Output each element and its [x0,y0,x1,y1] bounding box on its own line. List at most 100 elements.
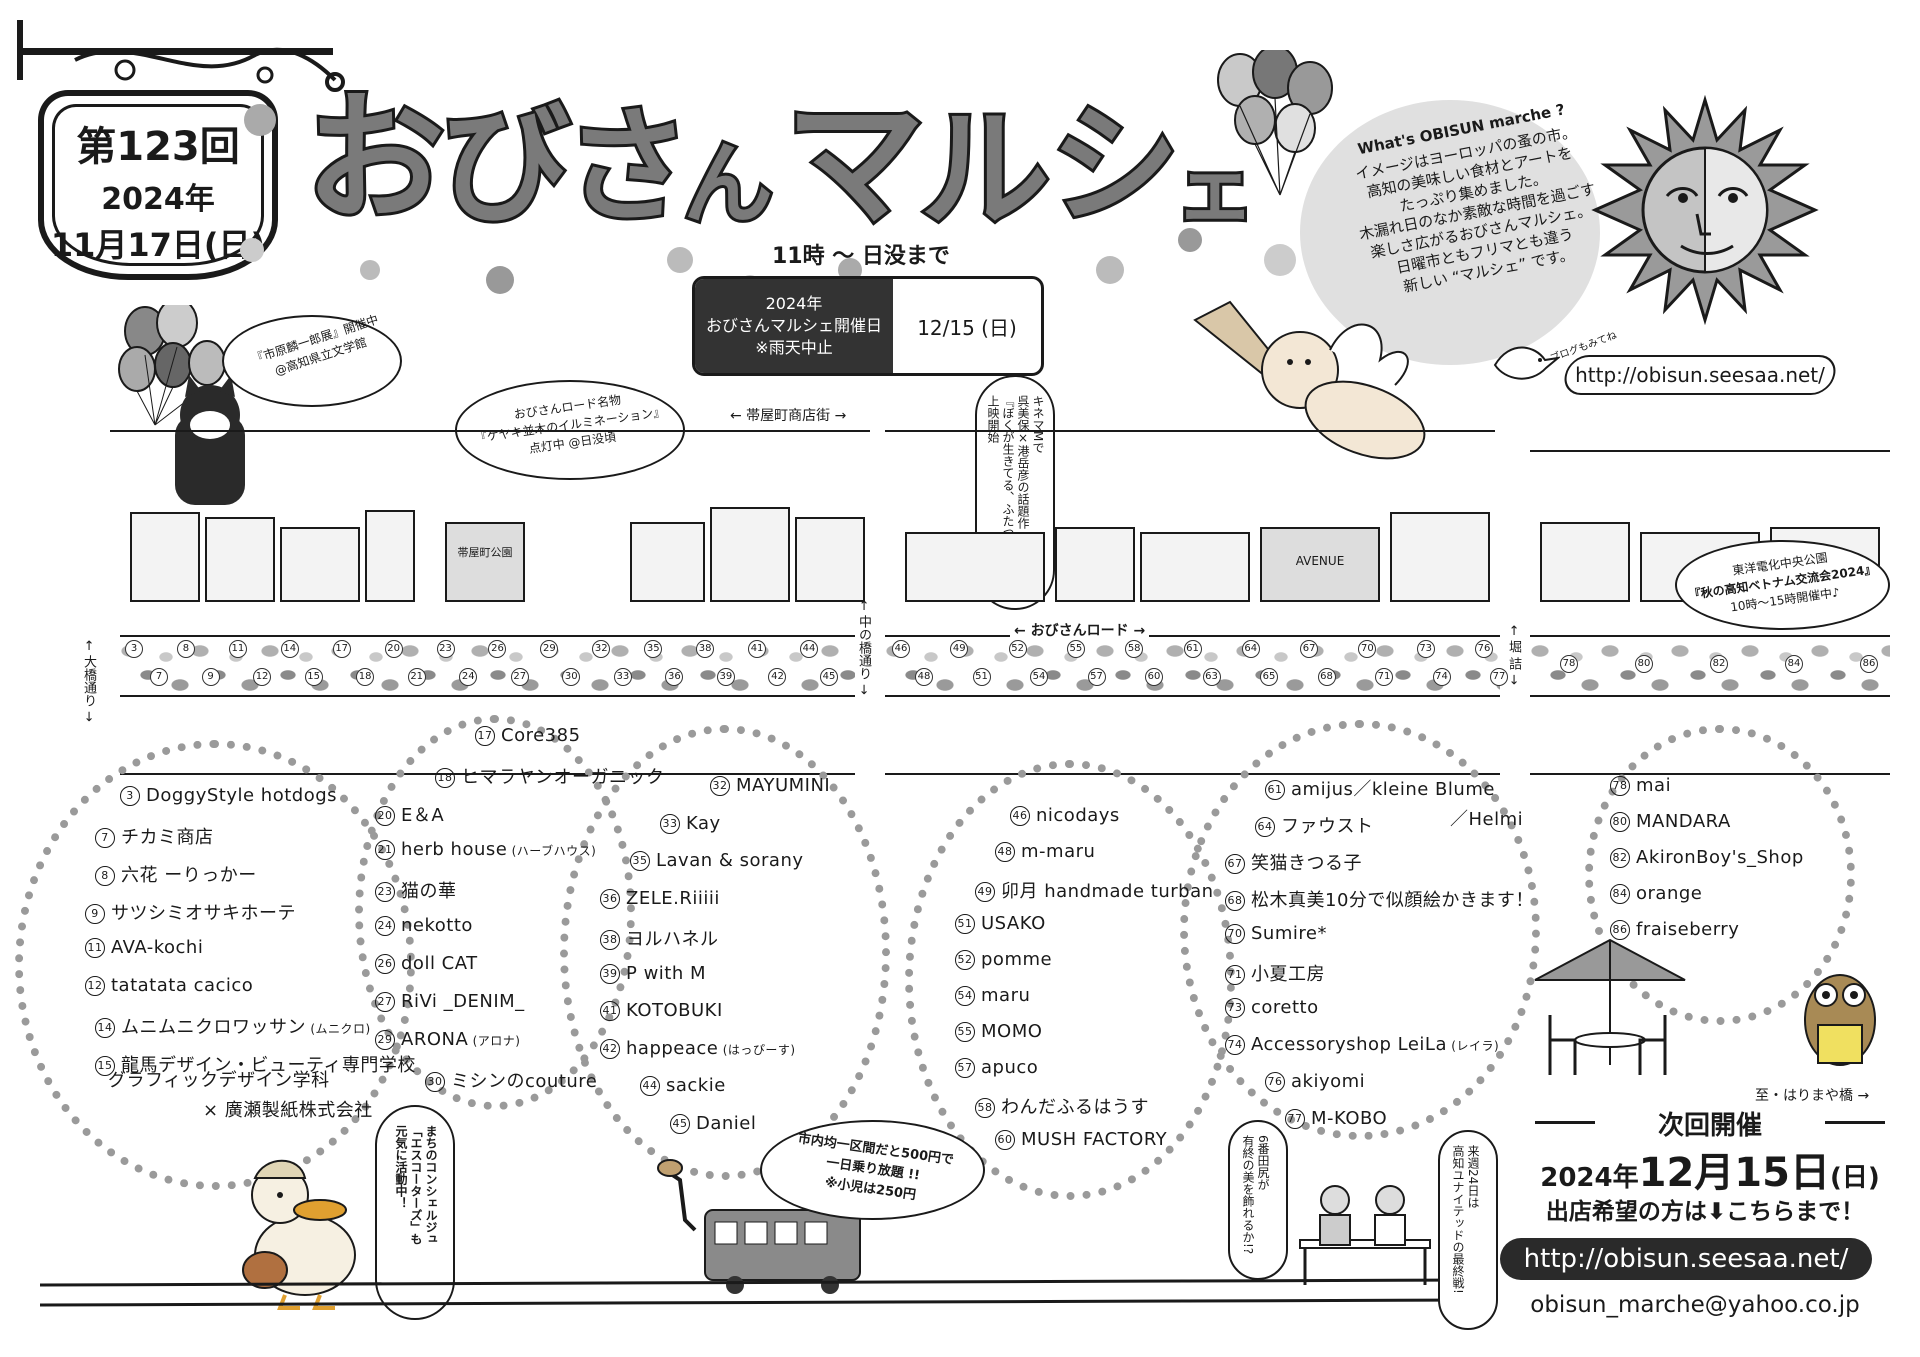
road-number: 74 [1432,668,1451,686]
shop-name: Sumire* [1251,923,1327,944]
shop-entry: 49 卯月 handmade turban [975,877,1214,903]
title-char: マ [782,83,928,246]
shop-name: ヨルハネル [626,929,719,950]
blog-url[interactable]: http://obisun.seesaa.net/ [1560,355,1840,395]
avenue-building: AVENUE [1260,527,1380,602]
road-number: 23 [436,640,455,658]
shop-number: 23 [375,882,395,902]
shop-number: 17 [475,726,495,746]
road-number: 73 [1416,640,1435,658]
shop-number: 27 [375,992,395,1012]
title-char: び [437,89,573,241]
title-char: お [302,78,448,241]
next-event-cta: 出店希望の方は⬇こちらまで！ [1515,1192,1895,1226]
shop-name: Lavan & sorany [656,850,804,871]
shop-name: ヒマラヤンオーガニック [461,767,665,788]
hanging-sign-bracket [17,20,345,92]
next-date-weekday: (日) [1829,1163,1880,1193]
bench-bubble-line: 高知ユナイテッドの最終戦! [1451,1145,1465,1294]
shop-name: 小夏工房 [1251,964,1325,985]
road-number: 64 [1241,640,1260,658]
shop-number: 8 [95,866,115,886]
to-harimaya-label: 至・はりまや橋 → [1755,1088,1870,1104]
buildings-top-mid: AVENUE [885,430,1495,602]
street-label-ohashi: ← 大橋通り → [81,640,96,723]
contact-email[interactable]: obisun_marche@yahoo.co.jp [1530,1292,1860,1318]
shop-number: 41 [600,1001,620,1021]
shop-name: 笑猫きつる子 [1251,853,1362,874]
duck-icon [242,1159,356,1310]
schedule-box: 2024年 おびさんマルシェ開催日 ※雨天中止 12/15 (日) [692,276,1044,376]
road-number: 33 [613,668,632,686]
schedule-year: 2024年 [765,294,823,313]
shop-number: 80 [1610,812,1630,832]
shop-name: m-maru [1021,841,1096,862]
shop-number: 48 [995,842,1015,862]
edition-number: 第123回 [76,124,240,170]
bench-bubble-2-text: 来週24日は 高知ユナイテッドの最終戦! [1450,1145,1480,1315]
buildings-top-left: 帯屋町公園 [110,430,870,602]
park-bubble [1675,540,1890,630]
about-bubble [1300,100,1600,365]
shop-number: 45 [670,1113,690,1134]
road-number: 24 [459,668,478,686]
shop-name: P with M [626,962,707,984]
shop-subtitle: (レイラ) [1446,1039,1500,1053]
duck-bubble-text: まちのコンシェルジュ 「エスコーターズ」も 元気に活動中！ [393,1125,438,1305]
road-number: 80 [1635,655,1653,673]
road-number: 76 [1475,640,1493,658]
decorative-dots [240,104,1296,295]
road-number: 9 [201,668,220,686]
road-number: 42 [768,668,787,686]
road-number: 52 [1008,640,1027,658]
road-number: 45 [820,668,838,686]
shop-number: 61 [1265,780,1285,800]
edition-date: 11月17日(日) [50,226,266,264]
shop-name: orange [1636,883,1703,904]
cta-text-2: こちらまで！ [1726,1199,1865,1225]
road-number: 71 [1375,668,1393,686]
shop-number: 11 [85,938,105,958]
schedule-rain-note: ※雨天中止 [755,338,833,357]
shop-number: 15 [95,1056,115,1076]
shop-name: 卯月 handmade turban [1001,881,1214,902]
street-label-obiyamachi: ← 帯屋町商店街 → [730,408,847,424]
bench-bubble-2 [1438,1130,1498,1330]
road-number: 54 [1030,668,1048,686]
down-arrow-icon: ⬇ [1706,1199,1727,1225]
road-number: 14 [280,640,299,658]
shop-number: 74 [1225,1035,1245,1055]
edition-year: 2024年 [101,182,215,217]
title-char: ル [917,94,1053,246]
shop-name: M-KOBO [1311,1108,1388,1129]
shop-15-line: グラフィックデザイン学科 [108,1070,330,1091]
dotted-route [1585,725,1855,1025]
road-number: 86 [1860,655,1878,673]
contact-url[interactable]: http://obisun.seesaa.net/ [1500,1238,1872,1280]
title-char: ェ [1172,143,1258,236]
shop-number: 3 [120,786,140,806]
shop-number: 49 [975,882,995,902]
edition-badge: 第123回 2024年 11月17日(日) [38,90,278,280]
road-number: 8 [176,640,195,658]
